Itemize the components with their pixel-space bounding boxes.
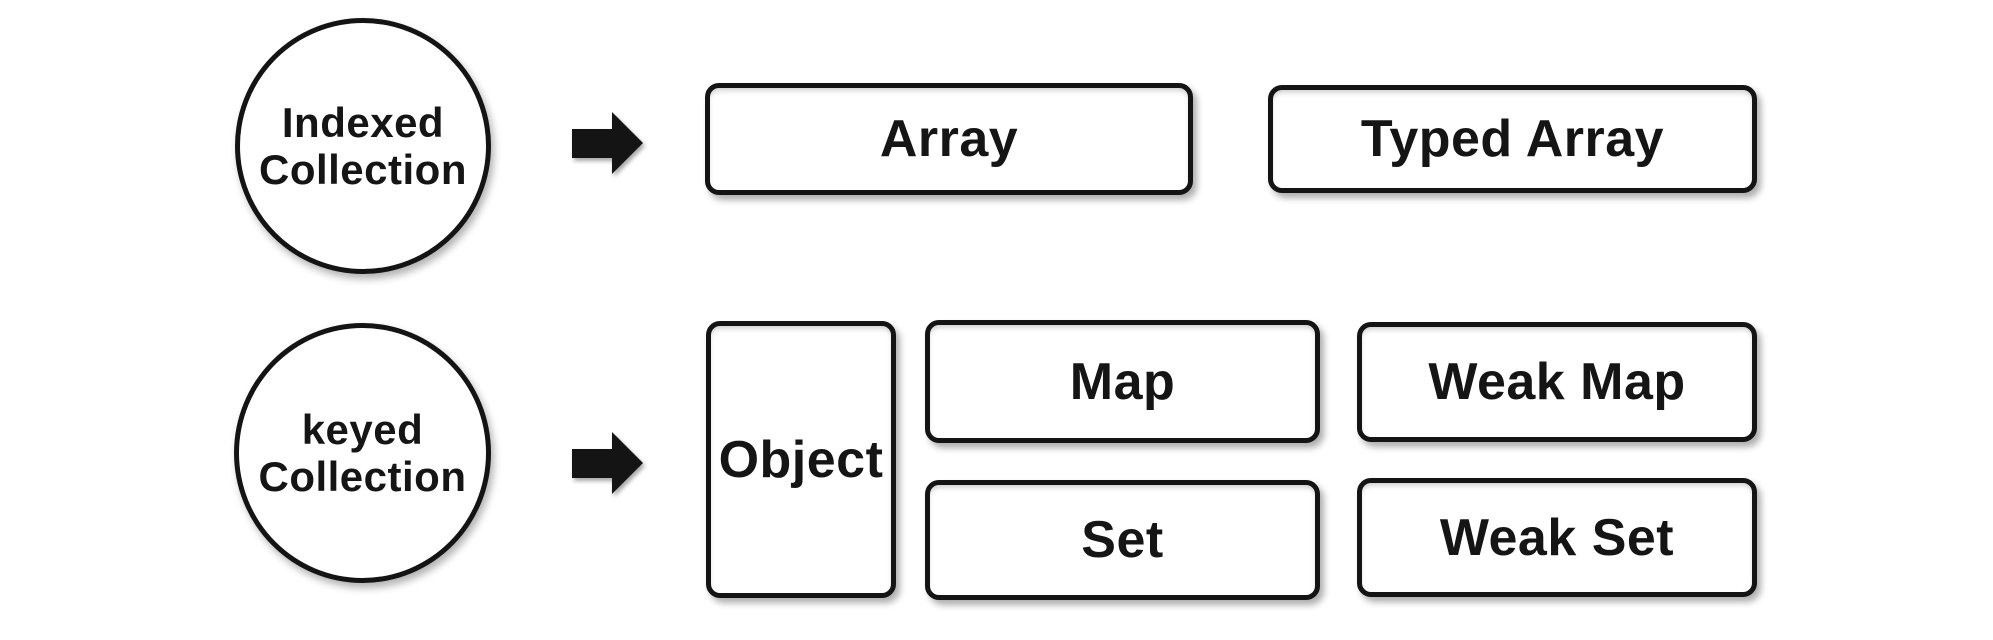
weak-map-label: Weak Map xyxy=(1428,353,1686,411)
object-box: Object xyxy=(706,321,896,598)
typed-array-label: Typed Array xyxy=(1360,110,1665,168)
keyed-collection-label: keyed Collection xyxy=(258,405,467,500)
weak-set-label: Weak Set xyxy=(1439,508,1675,567)
typed-array-box: Typed Array xyxy=(1268,85,1757,193)
arrow-right-icon xyxy=(572,112,643,174)
map-box: Map xyxy=(925,320,1320,443)
indexed-collection-node: Indexed Collection xyxy=(235,18,491,274)
weak-set-box: Weak Set xyxy=(1357,478,1757,597)
map-label: Map xyxy=(1069,352,1176,411)
arrow-right-icon xyxy=(572,432,643,494)
set-label: Set xyxy=(1081,511,1164,569)
set-box: Set xyxy=(925,480,1320,600)
weak-map-box: Weak Map xyxy=(1357,322,1757,442)
array-label: Array xyxy=(879,110,1019,168)
object-label: Object xyxy=(718,430,884,489)
keyed-collection-node: keyed Collection xyxy=(234,323,491,583)
array-box: Array xyxy=(705,83,1193,195)
indexed-collection-label: Indexed Collection xyxy=(258,98,467,193)
